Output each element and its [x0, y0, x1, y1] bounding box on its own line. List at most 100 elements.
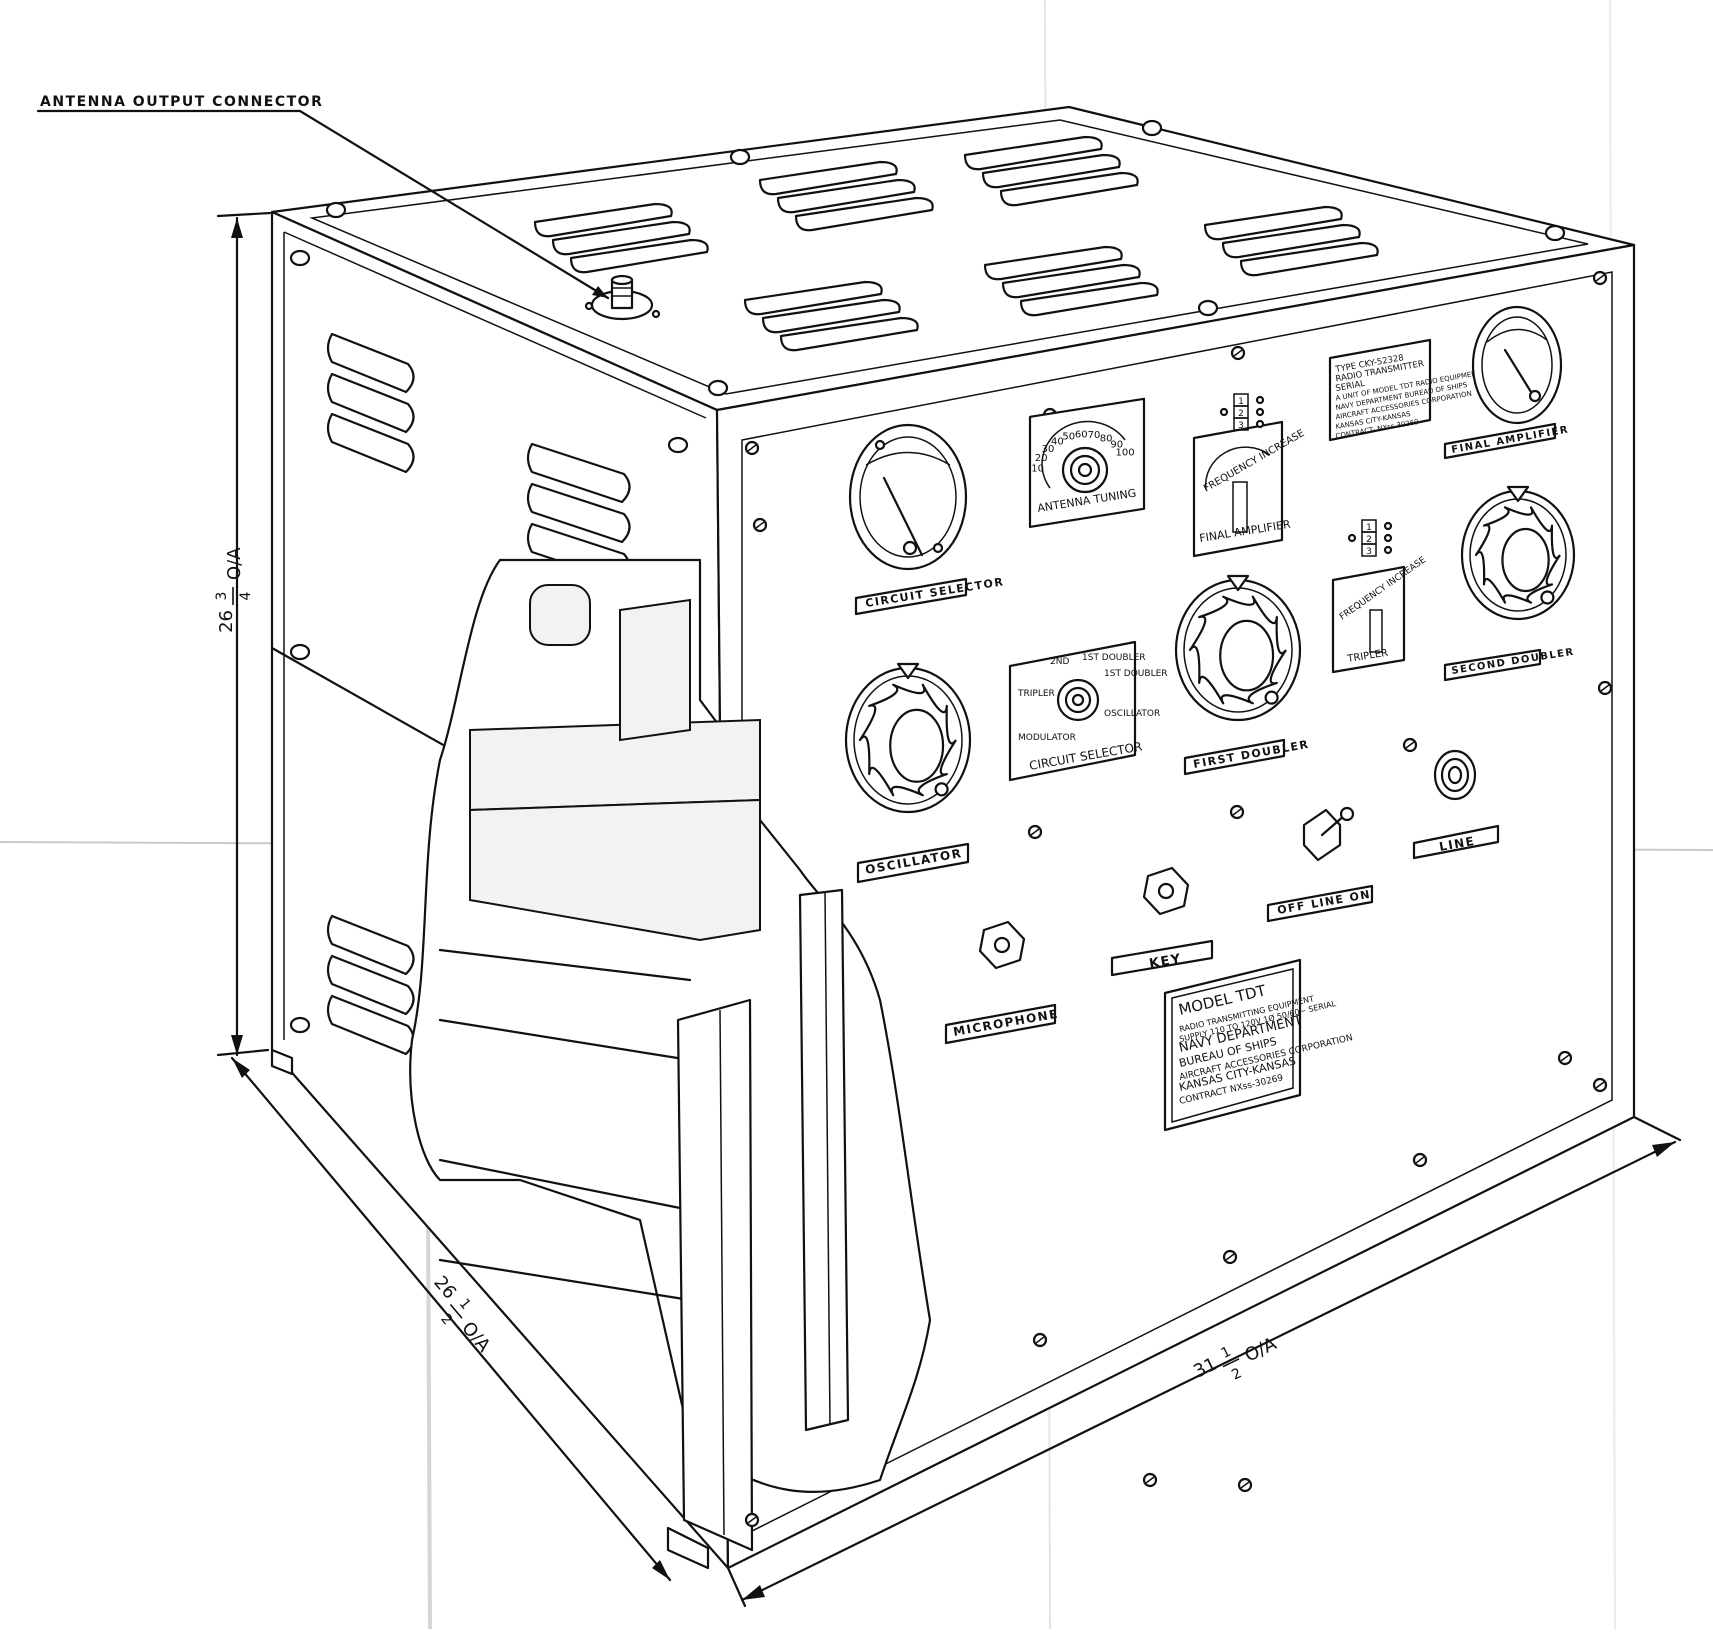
- panel-screw: [744, 1512, 760, 1528]
- tuning-scale-mark: 20: [1035, 453, 1048, 464]
- callout-leader: ANTENNA OUTPUT CONNECTOR: [36, 94, 610, 300]
- top-vent-louver: [1221, 223, 1361, 259]
- tuning-scale-mark: 70: [1088, 430, 1101, 441]
- selector-pos-doubler-a: 1ST DOUBLER: [1082, 653, 1146, 663]
- panel-screw: [744, 440, 760, 456]
- corner-screw: [1544, 224, 1566, 242]
- antenna-output-connector-label: ANTENNA OUTPUT CONNECTOR: [40, 94, 323, 110]
- panel-screw: [1237, 1477, 1253, 1493]
- panel-screw: [1229, 804, 1245, 820]
- panel-screw: [1032, 1332, 1048, 1348]
- line-indicator-lamp: [1433, 749, 1477, 801]
- panel-screw: [1230, 345, 1246, 361]
- ladder-number: 3: [1238, 421, 1244, 431]
- toggle-switch: [1302, 806, 1355, 862]
- side-vent-louver: [326, 954, 415, 1016]
- side-vent-louver: [326, 372, 415, 434]
- ladder-number: 1: [1366, 523, 1372, 533]
- top-vent-louver: [963, 135, 1103, 171]
- key-label: KEY: [1148, 951, 1183, 971]
- top-vent-louver: [1239, 241, 1379, 277]
- selector-pos-doubler-b: 1ST DOUBLER: [1104, 669, 1168, 679]
- width-den: 2: [1229, 1365, 1244, 1383]
- knob-oscillator: [844, 662, 972, 814]
- height-num: 3: [214, 592, 230, 601]
- dimension-height: 26 3 4 O/A: [214, 211, 272, 1057]
- knob-first-doubler: [1174, 574, 1302, 722]
- panel-screw: [1027, 824, 1043, 840]
- top-vent-louver: [983, 245, 1123, 281]
- final-amplifier-window: FREQUENCY INCREASE FINAL AMPLIFIER: [1192, 420, 1306, 558]
- selector-pos-oscillator: OSCILLATOR: [1104, 709, 1160, 719]
- height-suffix: O/A: [224, 547, 245, 580]
- tuning-scale-mark: 80: [1100, 433, 1113, 444]
- corner-screw: [289, 249, 311, 267]
- range-ladder-2: 123: [1347, 519, 1393, 557]
- top-vent-louver: [761, 298, 901, 334]
- panel-screw: [1592, 1077, 1608, 1093]
- tuning-scale-mark: 30: [1042, 444, 1055, 455]
- selector-pos-modulator: MODULATOR: [1018, 733, 1076, 743]
- tuning-scale-mark: 90: [1110, 439, 1123, 450]
- depth-den: 2: [437, 1311, 455, 1328]
- plate-line: LINE: [1412, 824, 1500, 860]
- top-vent-louver: [743, 280, 883, 316]
- panel-screw: [1597, 680, 1613, 696]
- tuning-scale-mark: 10: [1031, 464, 1044, 475]
- top-vent-louver: [569, 238, 709, 274]
- side-vent-louver: [326, 914, 415, 976]
- meter-final-amplifier: [1471, 305, 1563, 425]
- tuning-scale-mark: 100: [1116, 448, 1135, 459]
- selector-pos-tripler: TRIPLER: [1017, 689, 1055, 699]
- corner-screw: [289, 1016, 311, 1034]
- line-label: LINE: [1438, 834, 1476, 854]
- top-vent-louver: [794, 196, 934, 232]
- height-den: 4: [238, 591, 254, 600]
- knob-second-doubler: [1460, 485, 1576, 621]
- ladder-number: 3: [1366, 547, 1372, 557]
- top-vent-louver: [533, 202, 673, 238]
- tuning-scale-mark: 60: [1075, 429, 1088, 440]
- top-vents: [533, 135, 1379, 352]
- top-vent-louver: [1001, 263, 1141, 299]
- ladder-number: 1: [1238, 397, 1244, 407]
- side-vent-louver: [326, 994, 415, 1056]
- key-jack: [1142, 866, 1190, 916]
- panel-screw: [1592, 270, 1608, 286]
- microphone-jack: [978, 920, 1026, 970]
- side-vents: [326, 332, 631, 1056]
- height-whole: 26: [216, 610, 237, 633]
- panel-screw: [1142, 1472, 1158, 1488]
- top-vent-louver: [1019, 281, 1159, 317]
- circuit-selector-switch: TRIPLER 2ND 1ST DOUBLER 1ST DOUBLER OSCI…: [1008, 640, 1168, 782]
- depth-num: 1: [456, 1296, 474, 1313]
- panel-screw: [752, 517, 768, 533]
- corner-screw: [289, 643, 311, 661]
- ladder-number: 2: [1238, 409, 1244, 419]
- top-vent-louver: [758, 160, 898, 196]
- selector-pos-2nd: 2ND: [1050, 657, 1069, 667]
- corner-screw: [729, 148, 751, 166]
- side-vent-louver: [326, 412, 415, 474]
- range-ladder-1: 1 2 3: [1219, 393, 1265, 431]
- corner-screw: [1197, 299, 1219, 317]
- side-vent-louver: [526, 442, 631, 504]
- corner-screw: [707, 379, 729, 397]
- depth-suffix: O/A: [457, 1318, 494, 1357]
- top-vent-louver: [1203, 205, 1343, 241]
- top-vent-louver: [999, 171, 1139, 207]
- panel-screw: [1402, 737, 1418, 753]
- tuning-scale-mark: 40: [1051, 437, 1064, 448]
- top-vent-louver: [779, 316, 919, 352]
- panel-screw: [1557, 1050, 1573, 1066]
- corner-screw: [325, 201, 347, 219]
- tuning-scale-mark: 50: [1062, 432, 1075, 443]
- side-vent-louver: [326, 332, 415, 394]
- panel-screw: [1222, 1249, 1238, 1265]
- meter-circuit-selector: [848, 423, 968, 571]
